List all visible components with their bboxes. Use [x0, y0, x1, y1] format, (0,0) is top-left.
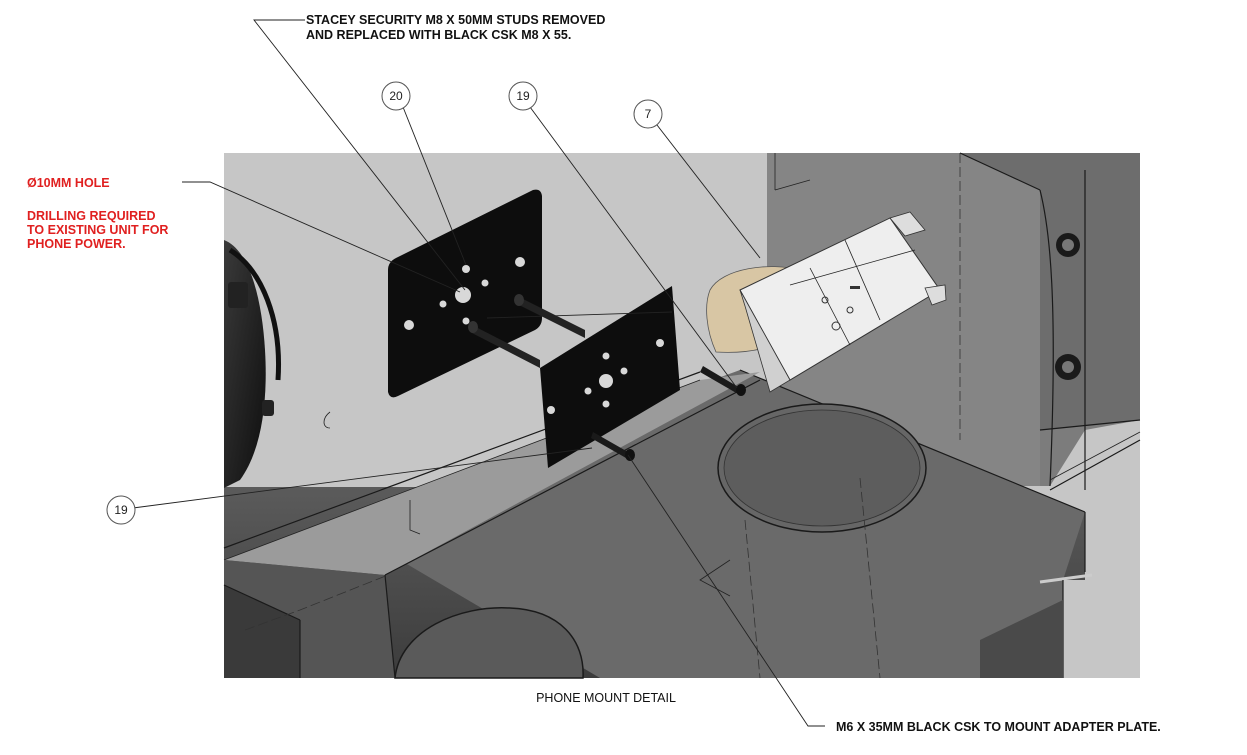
stud-m8	[514, 294, 585, 338]
drilling-note-line2: TO EXISTING UNIT FOR	[27, 223, 168, 237]
studs-note-line1: STACEY SECURITY M8 X 50MM STUDS REMOVED	[306, 13, 605, 27]
studs-note-line2: AND REPLACED WITH BLACK CSK M8 X 55.	[306, 28, 571, 42]
balloon-label: 20	[389, 89, 403, 103]
drilling-note-line1: DRILLING REQUIRED	[27, 209, 155, 223]
headset	[224, 240, 282, 488]
mounting-plate-20	[388, 189, 542, 398]
screws-note: M6 X 35MM BLACK CSK TO MOUNT ADAPTER PLA…	[836, 720, 1161, 734]
adapter-plate	[540, 286, 680, 468]
balloon-19-top: 19	[508, 81, 538, 111]
balloon-20: 20	[381, 81, 411, 111]
drawing-caption: PHONE MOUNT DETAIL	[536, 691, 676, 705]
lower-cutout	[394, 607, 584, 679]
ledge-rail	[224, 372, 760, 575]
hole-note: Ø10MM HOLE	[27, 176, 110, 190]
balloon-19-left: 19	[106, 495, 136, 525]
speaker-grille-icon	[1056, 233, 1080, 257]
wall-mark	[323, 411, 331, 429]
balloon-label: 7	[645, 107, 652, 121]
balloon-label: 19	[516, 89, 530, 103]
assembly-view	[223, 152, 1141, 679]
speaker-grille-icon	[1055, 354, 1081, 380]
drilling-note-line3: PHONE POWER.	[27, 237, 126, 251]
screw-m6-19	[700, 366, 746, 396]
leader-lines	[132, 19, 825, 727]
screw-m6-19	[591, 432, 635, 461]
balloon-label: 19	[114, 503, 128, 517]
stud-m8	[468, 321, 540, 368]
balloon-7: 7	[633, 99, 663, 129]
phone-cradle-7	[706, 211, 947, 393]
